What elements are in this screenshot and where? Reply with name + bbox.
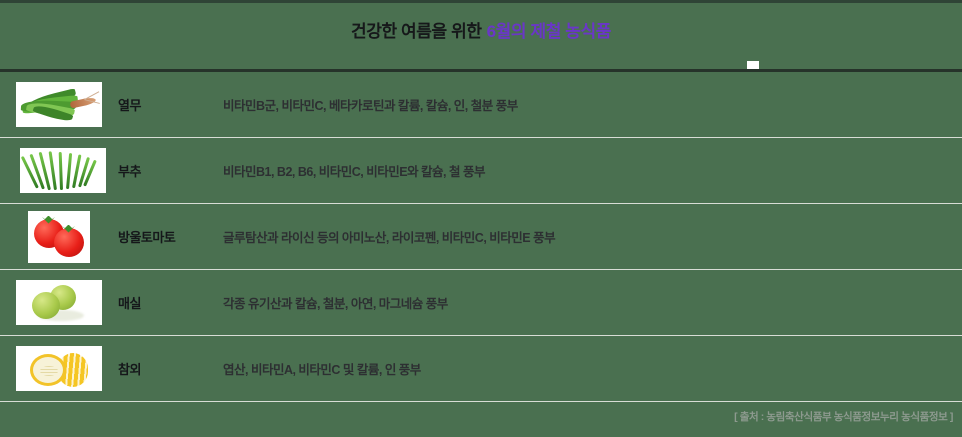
row-thumbnail-cell — [0, 82, 118, 127]
row-thumbnail-cell — [0, 210, 118, 263]
produce-name: 매실 — [118, 296, 141, 311]
page-title-accent: 6월의 제철 농식품 — [486, 22, 612, 41]
yeolmu-thumbnail — [16, 82, 102, 127]
chamoe-thumbnail — [16, 346, 102, 391]
buchu-thumbnail — [20, 148, 106, 193]
row-divider — [0, 137, 962, 138]
table-row: 매실 각종 유기산과 칼슘, 철분, 아연, 마그네슘 풍부 — [0, 270, 962, 335]
row-divider — [0, 335, 962, 336]
produce-name: 방울토마토 — [118, 230, 176, 245]
cherry-tomato-illustration — [28, 211, 90, 263]
produce-description: 엽산, 비타민A, 비타민C 및 칼륨, 인 풍부 — [223, 363, 421, 377]
row-divider — [0, 401, 962, 402]
table-row: 열무 비타민B군, 비타민C, 베타카로틴과 칼륨, 칼슘, 인, 철분 풍부 — [0, 72, 962, 137]
produce-name: 참외 — [118, 362, 141, 377]
produce-name: 열무 — [118, 98, 141, 113]
produce-table: 열무 비타민B군, 비타민C, 베타카로틴과 칼륨, 칼슘, 인, 철분 풍부 — [0, 69, 962, 402]
korean-melon-illustration — [16, 346, 102, 391]
row-thumbnail-cell — [0, 280, 118, 325]
produce-description: 비타민B군, 비타민C, 베타카로틴과 칼륨, 칼슘, 인, 철분 풍부 — [223, 99, 518, 113]
maesil-thumbnail — [16, 280, 102, 325]
source-footer: [ 출처 : 농림축산식품부 농식품정보누리 농식품정보 ] — [0, 407, 962, 425]
young-radish-illustration — [16, 82, 102, 127]
row-divider — [0, 269, 962, 270]
table-row: 방울토마토 글루탐산과 라이신 등의 아미노산, 라이코펜, 비타민C, 비타민… — [0, 204, 962, 269]
white-square-artifact — [747, 61, 759, 72]
bangul-tomato-thumbnail — [28, 210, 90, 263]
table-row: 참외 엽산, 비타민A, 비타민C 및 칼륨, 인 풍부 — [0, 336, 962, 401]
produce-description: 비타민B1, B2, B6, 비타민C, 비타민E와 칼슘, 철 풍부 — [223, 165, 485, 179]
row-thumbnail-cell — [0, 346, 118, 391]
chives-illustration — [20, 148, 106, 193]
row-divider — [0, 203, 962, 204]
page-title-main: 건강한 여름을 위한 — [351, 22, 482, 41]
table-row: 부추 비타민B1, B2, B6, 비타민C, 비타민E와 칼슘, 철 풍부 — [0, 138, 962, 203]
green-plum-illustration — [16, 280, 102, 325]
row-thumbnail-cell — [0, 148, 118, 193]
produce-description: 각종 유기산과 칼슘, 철분, 아연, 마그네슘 풍부 — [223, 297, 448, 311]
produce-name: 부추 — [118, 164, 141, 179]
produce-description: 글루탐산과 라이신 등의 아미노산, 라이코펜, 비타민C, 비타민E 풍부 — [223, 231, 556, 245]
table-top-rule — [0, 69, 962, 72]
source-text: [ 출처 : 농림축산식품부 농식품정보누리 농식품정보 ] — [734, 411, 953, 423]
